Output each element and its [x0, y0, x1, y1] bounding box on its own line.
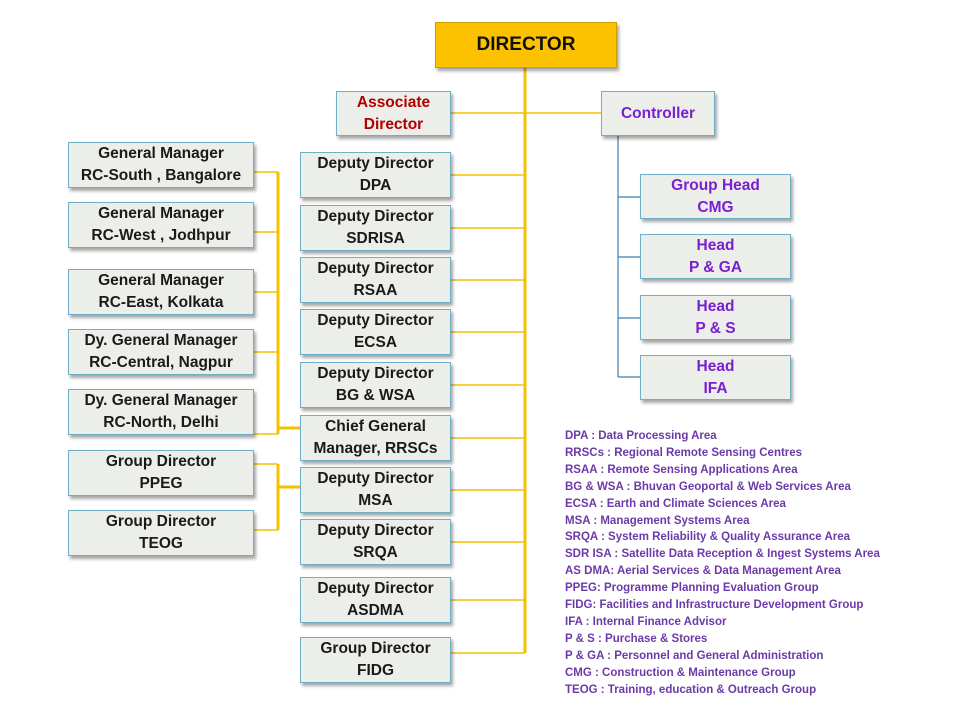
dd-ecsa-box: Deputy Director ECSA — [300, 309, 451, 355]
controller-unit-ifa: Head IFA — [640, 355, 791, 400]
unit-line2: ECSA — [353, 334, 398, 351]
director-box: DIRECTOR — [435, 22, 617, 68]
unit-line1: Group Director — [320, 640, 431, 657]
abbreviation-legend: DPA : Data Processing Area RRSCs : Regio… — [565, 428, 880, 699]
rc-line2: RC-West , Jodhpur — [91, 227, 231, 244]
controller-unit-line2: CMG — [697, 198, 734, 216]
rc-north-box: Dy. General Manager RC-North, Delhi — [68, 389, 254, 435]
unit-line1: Deputy Director — [317, 208, 434, 225]
rc-south-box: General Manager RC-South , Bangalore — [68, 142, 254, 188]
rc-line1: General Manager — [98, 272, 224, 289]
unit-line2: RSAA — [353, 282, 398, 299]
controller-unit-line1: Group Head — [671, 176, 760, 194]
gd-fidg-box: Group Director FIDG — [300, 637, 451, 683]
rc-east-box: General Manager RC-East, Kolkata — [68, 269, 254, 315]
controller-unit-line1: Head — [696, 357, 735, 375]
rc-central-box: Dy. General Manager RC-Central, Nagpur — [68, 329, 254, 375]
associate-director-line1: Associate — [356, 93, 431, 111]
unit-line1: Deputy Director — [317, 260, 434, 277]
unit-line1: Chief General — [325, 418, 426, 435]
unit-line2: Manager, RRSCs — [313, 440, 438, 457]
legend-item: RSAA : Remote Sensing Applications Area — [565, 463, 798, 476]
gd-line2: PPEG — [139, 475, 183, 492]
legend-item: FIDG: Facilities and Infrastructure Deve… — [565, 599, 864, 612]
unit-line1: Deputy Director — [317, 470, 434, 487]
controller-unit-pga: Head P & GA — [640, 234, 791, 279]
controller-unit-line2: P & GA — [688, 258, 743, 276]
rc-line2: RC-South , Bangalore — [80, 167, 242, 184]
unit-line1: Deputy Director — [317, 312, 434, 329]
associate-director-box: Associate Director — [336, 91, 451, 136]
dd-msa-box: Deputy Director MSA — [300, 467, 451, 513]
legend-item: SDR ISA : Satellite Data Reception & Ing… — [565, 548, 880, 561]
rc-line1: General Manager — [98, 145, 224, 162]
rc-line2: RC-North, Delhi — [103, 414, 219, 431]
unit-line2: ASDMA — [347, 602, 404, 619]
controller-unit-line2: P & S — [695, 319, 736, 337]
rc-line2: RC-Central, Nagpur — [89, 354, 233, 371]
rc-line2: RC-East, Kolkata — [98, 294, 224, 311]
unit-line2: BG & WSA — [335, 387, 416, 404]
legend-item: BG & WSA : Bhuvan Geoportal & Web Servic… — [565, 480, 851, 493]
legend-item: ECSA : Earth and Climate Sciences Area — [565, 497, 786, 510]
controller-unit-cmg: Group Head CMG — [640, 174, 791, 219]
legend-item: TEOG : Training, education & Outreach Gr… — [565, 683, 817, 696]
dd-srqa-box: Deputy Director SRQA — [300, 519, 451, 565]
associate-director-line2: Director — [363, 115, 424, 133]
legend-item: P & S : Purchase & Stores — [565, 632, 708, 645]
dd-bgwsa-box: Deputy Director BG & WSA — [300, 362, 451, 408]
rc-line1: Dy. General Manager — [84, 392, 238, 409]
unit-line1: Deputy Director — [317, 365, 434, 382]
unit-line1: Deputy Director — [317, 522, 434, 539]
controller-unit-line1: Head — [696, 297, 735, 315]
cgm-rrsc-box: Chief General Manager, RRSCs — [300, 415, 451, 461]
legend-item: DPA : Data Processing Area — [565, 430, 717, 442]
legend-item: PPEG: Programme Planning Evaluation Grou… — [565, 582, 819, 595]
controller-label: Controller — [620, 104, 696, 122]
controller-box: Controller — [601, 91, 715, 136]
director-label: DIRECTOR — [476, 34, 576, 55]
gd-ppeg-box: Group Director PPEG — [68, 450, 254, 496]
unit-line2: MSA — [358, 492, 393, 509]
rc-line1: General Manager — [98, 205, 224, 222]
legend-item: RRSCs : Regional Remote Sensing Centres — [565, 446, 803, 459]
legend-item: P & GA : Personnel and General Administr… — [565, 649, 824, 662]
controller-unit-line1: Head — [696, 236, 735, 254]
unit-line2: SRQA — [353, 544, 398, 561]
gd-line2: TEOG — [139, 535, 183, 552]
gd-teog-box: Group Director TEOG — [68, 510, 254, 556]
unit-line1: Deputy Director — [317, 155, 434, 172]
unit-line2: DPA — [359, 177, 392, 194]
gd-line1: Group Director — [105, 513, 217, 530]
unit-line2: FIDG — [356, 662, 395, 679]
dd-asdma-box: Deputy Director ASDMA — [300, 577, 451, 623]
unit-line1: Deputy Director — [317, 580, 434, 597]
dd-rsaa-box: Deputy Director RSAA — [300, 257, 451, 303]
controller-unit-line2: IFA — [703, 379, 728, 397]
legend-item: CMG : Construction & Maintenance Group — [565, 666, 796, 679]
controller-unit-ps: Head P & S — [640, 295, 791, 340]
dd-dpa-box: Deputy Director DPA — [300, 152, 451, 198]
dd-sdrisa-box: Deputy Director SDRISA — [300, 205, 451, 251]
rc-west-box: General Manager RC-West , Jodhpur — [68, 202, 254, 248]
rc-line1: Dy. General Manager — [84, 332, 238, 349]
legend-item: AS DMA: Aerial Services & Data Managemen… — [565, 565, 841, 578]
legend-item: SRQA : System Reliability & Quality Assu… — [565, 531, 851, 544]
legend-item: IFA : Internal Finance Advisor — [565, 615, 727, 628]
unit-line2: SDRISA — [346, 230, 405, 247]
gd-line1: Group Director — [105, 453, 217, 470]
legend-item: MSA : Management Systems Area — [565, 514, 750, 527]
